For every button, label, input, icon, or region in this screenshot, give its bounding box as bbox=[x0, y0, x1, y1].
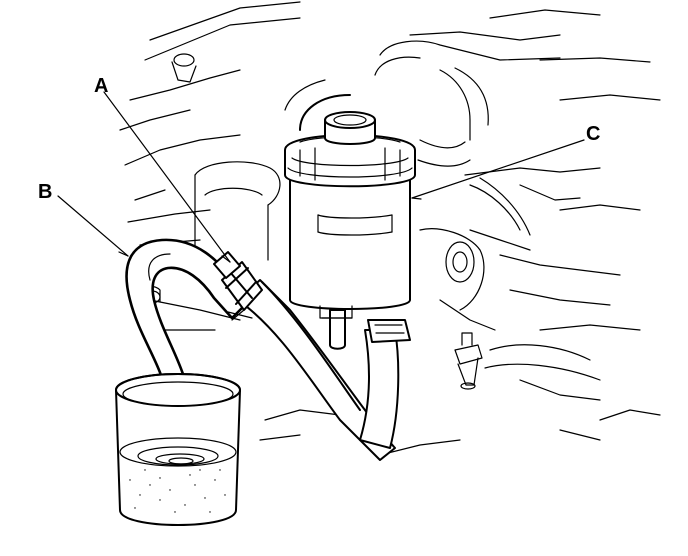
fluid-shading bbox=[129, 469, 226, 513]
drain-container bbox=[115, 373, 241, 526]
engine-bay-background bbox=[119, 1, 661, 456]
leader-line-c bbox=[411, 139, 585, 199]
hose-clamp bbox=[213, 251, 263, 321]
leader-lines bbox=[57, 91, 585, 263]
bolt-icon bbox=[454, 332, 601, 401]
leader-line-a bbox=[103, 91, 231, 263]
power-steering-reservoir bbox=[284, 111, 416, 319]
callout-label-a: A bbox=[94, 75, 108, 97]
leader-line-b bbox=[57, 195, 129, 257]
callout-label-b: B bbox=[38, 181, 52, 203]
return-hose bbox=[237, 279, 396, 461]
callout-label-c: C bbox=[586, 123, 600, 145]
